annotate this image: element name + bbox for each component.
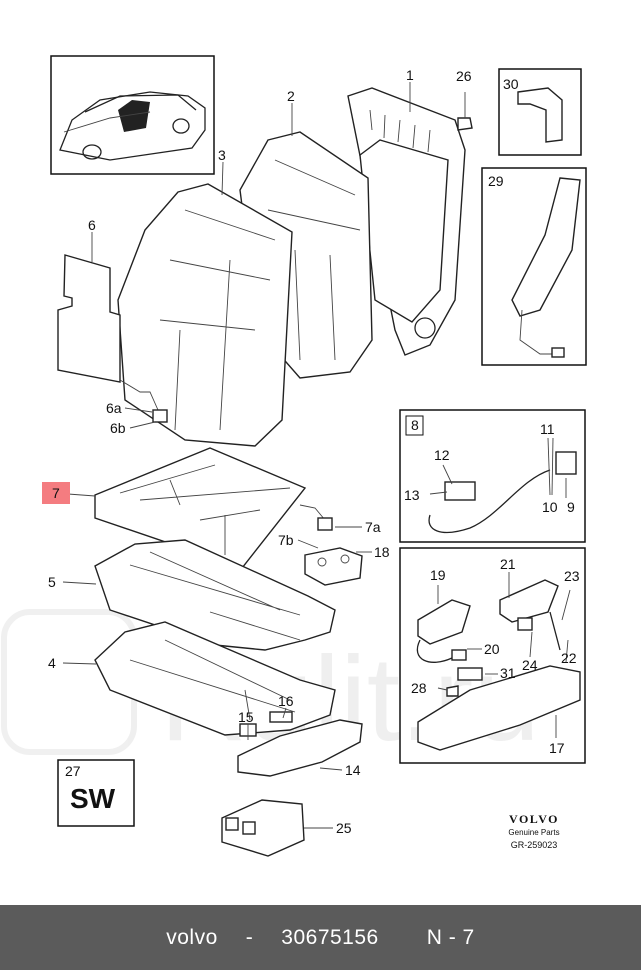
callout-23: 23 [564,568,580,584]
callout-6a: 6a [106,400,122,416]
callout-25: 25 [336,820,352,836]
footer-part-number: 30675156 [281,925,379,949]
callout-6: 6 [88,217,96,233]
callout-1: 1 [406,67,414,83]
callout-8: 8 [411,417,419,433]
callout-8-frame [405,415,424,436]
callout-26: 26 [456,68,472,84]
callout-20: 20 [484,641,500,657]
part-5-cushion-cover [94,539,336,651]
brand-block: VOLVO Genuine Parts GR-259023 [508,812,559,850]
callout-11: 11 [540,421,555,437]
part-4-cushion-pad [94,621,336,736]
part-26-clip [457,92,473,131]
callout-18: 18 [374,544,390,560]
leader-lines [62,82,571,829]
part-18-connector [304,547,363,586]
callout-3: 3 [218,147,226,163]
footer-brand: volvo [166,925,218,949]
callout-7b: 7b [278,532,294,548]
callout-27: 27 [65,763,81,779]
callout-7a: 7a [365,519,381,535]
callout-4: 4 [48,655,56,671]
footer-position: N - 7 [426,925,475,949]
callout-21: 21 [500,556,516,572]
callout-29: 29 [488,173,504,189]
callout-6b: 6b [110,420,126,436]
brand-sub: Genuine Parts [508,828,559,837]
brand-name: VOLVO [509,812,559,826]
part-14-base [237,711,363,777]
callout-31: 31 [500,665,516,681]
callout-15: 15 [238,709,254,725]
callouts: 1 26 30 2 3 29 6 6a 6b 8 11 12 13 10 9 7… [48,67,580,836]
part-1-backrest-frame [347,87,466,356]
part-27-sw-box [57,759,135,827]
sw-label: SW [70,783,116,814]
part-7-heating-pad [94,447,333,569]
callout-10: 10 [542,499,558,515]
car-inset [50,55,215,175]
footer-bar: volvo - 30675156 N - 7 [0,905,641,970]
callout-17: 17 [549,740,565,756]
footer-separator: - [245,925,254,949]
callout-12: 12 [434,447,450,463]
part-25-module [221,799,305,857]
callout-30: 30 [503,76,519,92]
part-29-box [481,167,587,366]
part-6-panel [57,254,168,423]
callout-24: 24 [522,657,538,673]
parts-19-24-box [399,547,586,764]
part-8-harness-box [399,409,586,543]
callout-7-highlight [42,482,70,504]
callout-7: 7 [52,485,60,501]
callout-19: 19 [430,567,446,583]
callout-16: 16 [278,693,294,709]
callout-14: 14 [345,762,361,778]
callout-9: 9 [567,499,575,515]
callout-2: 2 [287,88,295,104]
brand-ref: GR-259023 [511,840,558,850]
callout-22: 22 [561,650,577,666]
part-30-box [498,68,582,156]
callout-28: 28 [411,680,427,696]
callout-5: 5 [48,574,56,590]
parts-diagram: Rulit.ru [1,55,587,857]
callout-13: 13 [404,487,420,503]
part-3-backrest-cover [117,183,293,447]
